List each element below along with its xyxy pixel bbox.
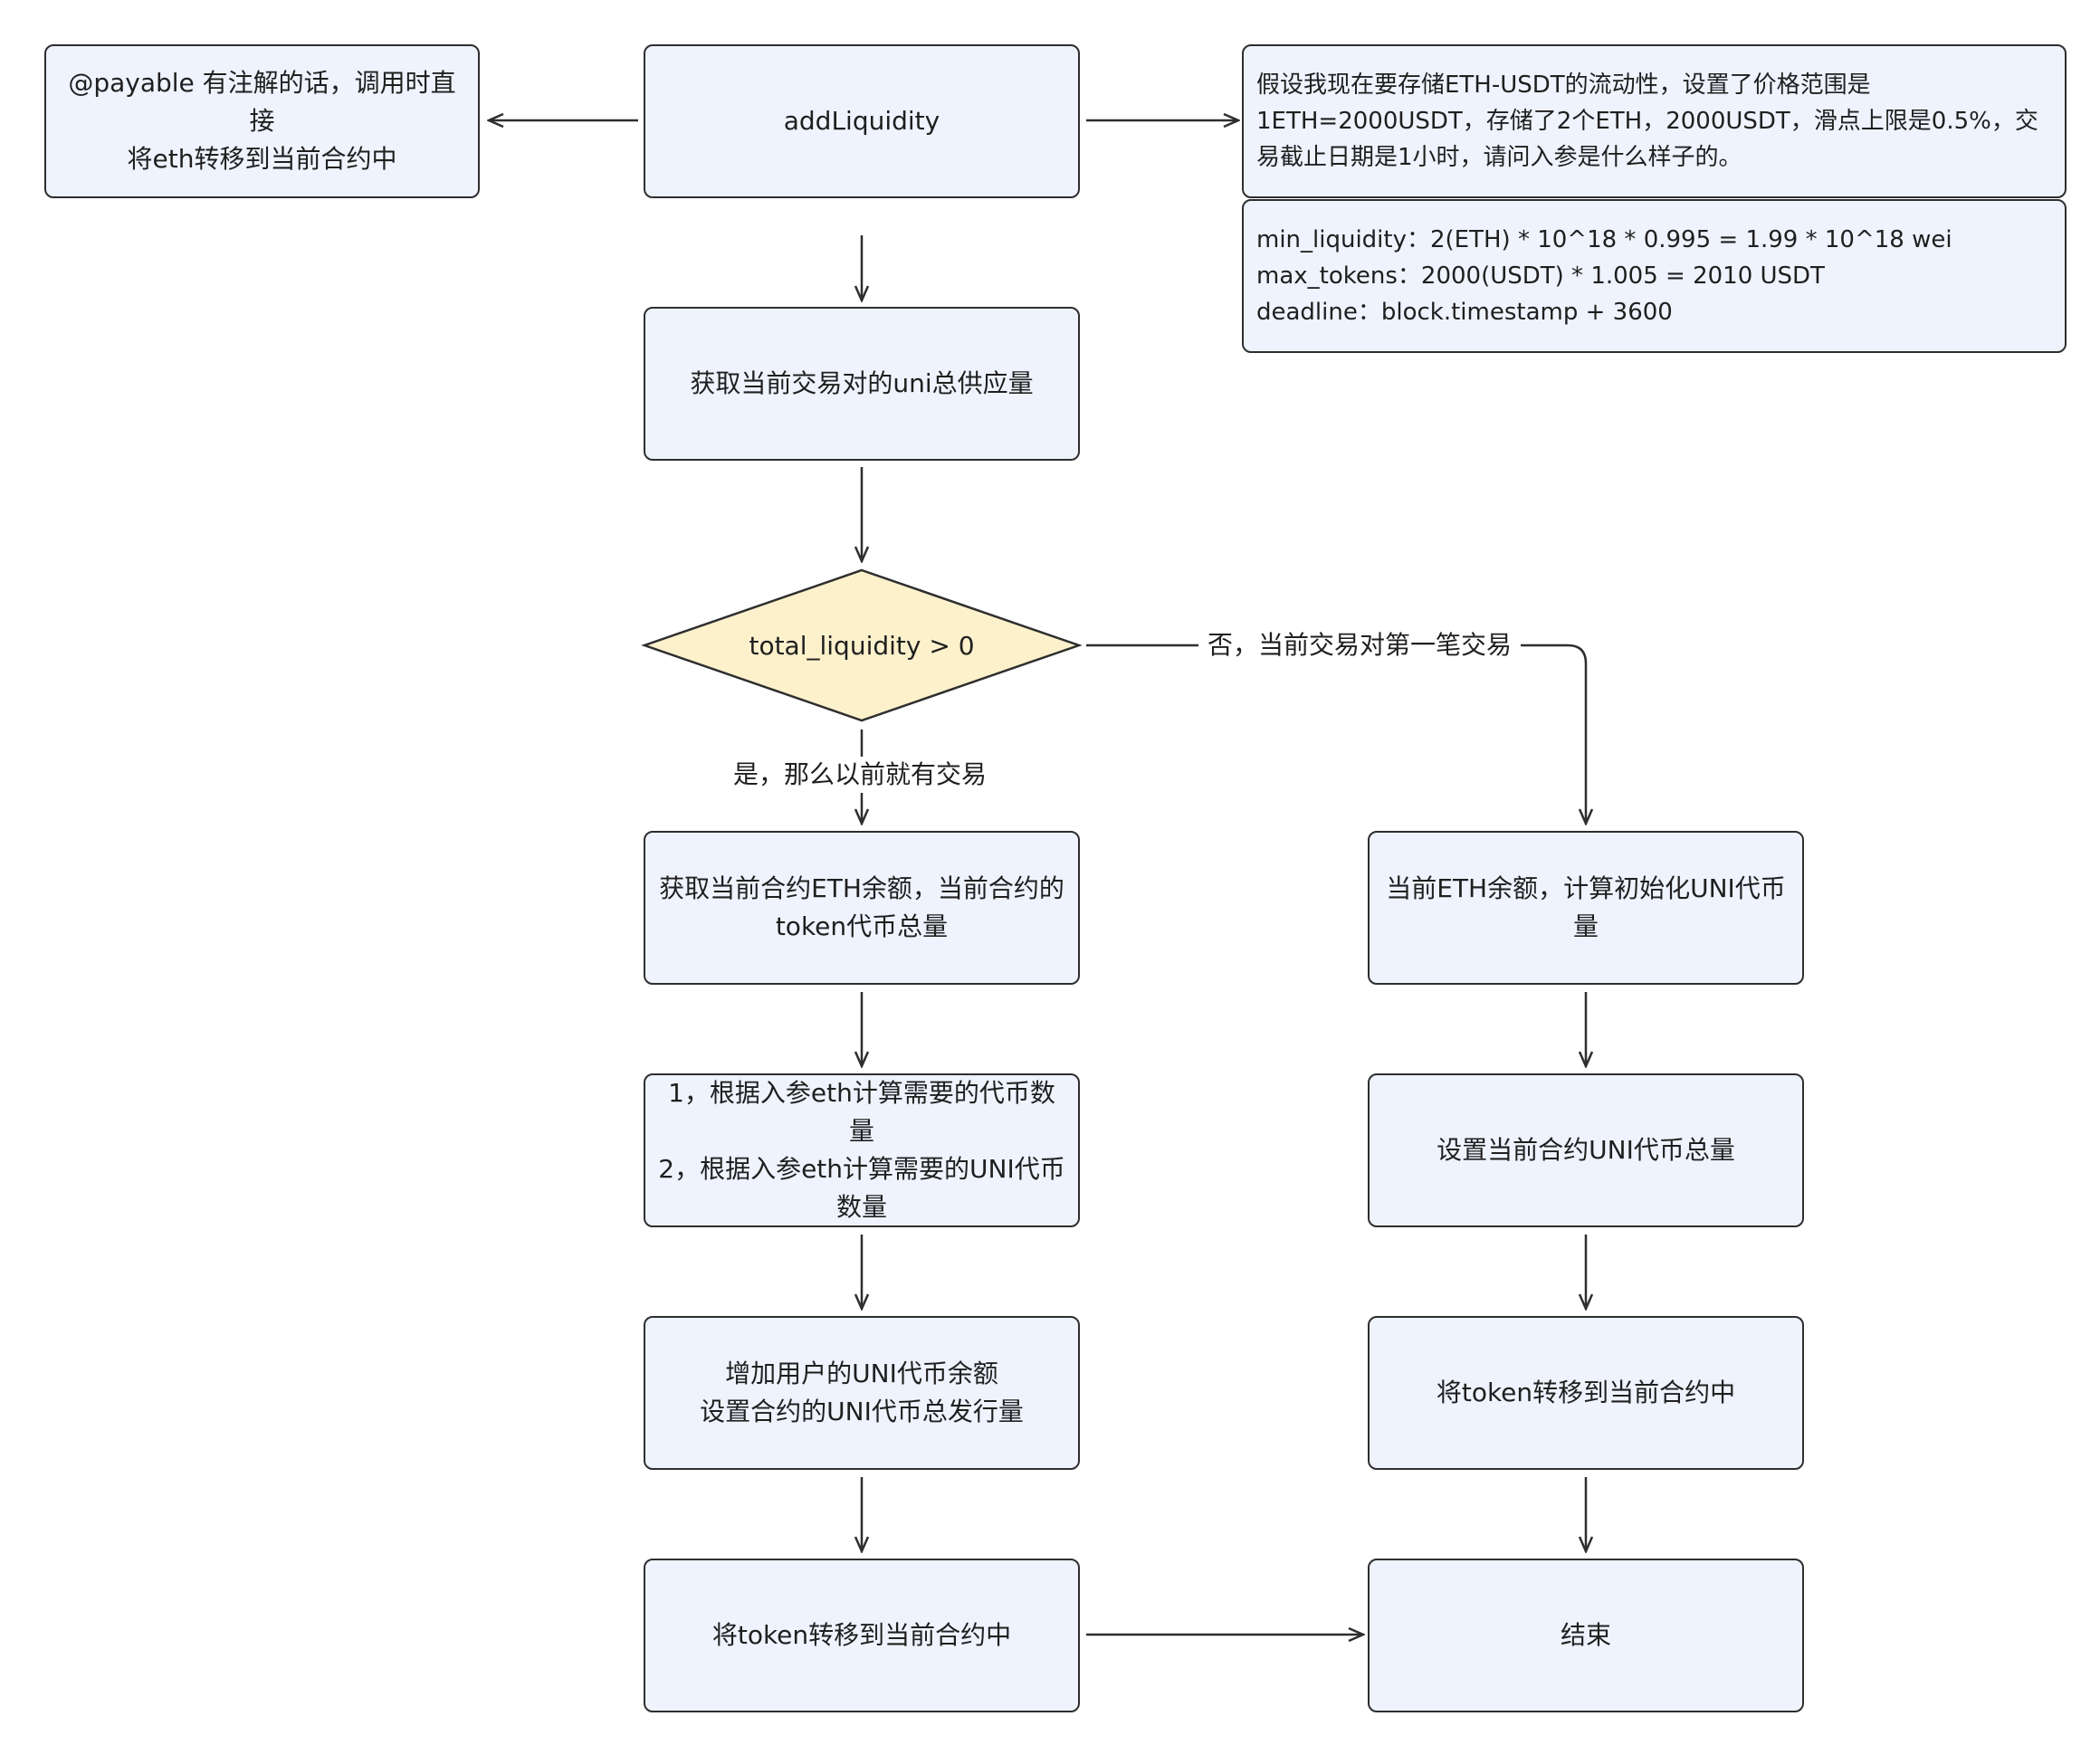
increase-line-2: 设置合约的UNI代币总发行量 bbox=[700, 1397, 1024, 1426]
compute-box: 1，根据入参eth计算需要的代币数量 2，根据入参eth计算需要的UNI代币 数… bbox=[644, 1073, 1080, 1227]
decision-line: total_liquidity > 0 bbox=[749, 630, 975, 661]
question-line-2: 1ETH=2000USDT，存储了2个ETH，2000USDT，滑点上限是0.5… bbox=[1256, 108, 2038, 135]
question-line-1: 假设我现在要存储ETH-USDT的流动性，设置了价格范围是 bbox=[1256, 72, 1871, 99]
transfer-left-box: 将token转移到当前合约中 bbox=[644, 1559, 1080, 1712]
end-label: 结束 bbox=[1560, 1620, 1611, 1650]
question-box: 假设我现在要存储ETH-USDT的流动性，设置了价格范围是 1ETH=2000U… bbox=[1242, 44, 2067, 198]
init-uni-box: 当前ETH余额，计算初始化UNI代币 量 bbox=[1368, 831, 1804, 985]
payable-note-line-2: 将eth转移到当前合约中 bbox=[127, 144, 397, 174]
decision-diamond bbox=[641, 568, 1083, 722]
compute-line-2: 2，根据入参eth计算需要的UNI代币 bbox=[658, 1154, 1065, 1184]
transfer-left-label: 将token转移到当前合约中 bbox=[711, 1620, 1012, 1650]
init-uni-line-1: 当前ETH余额，计算初始化UNI代币 bbox=[1386, 873, 1786, 903]
increase-line-1: 增加用户的UNI代币余额 bbox=[725, 1359, 998, 1388]
init-uni-line-2: 量 bbox=[1572, 911, 1599, 941]
transfer-right-box: 将token转移到当前合约中 bbox=[1368, 1316, 1804, 1470]
set-total-box: 设置当前合约UNI代币总量 bbox=[1368, 1073, 1804, 1227]
get-balances-line-2: token代币总量 bbox=[775, 911, 949, 941]
payable-note-box: @payable 有注解的话，调用时直接 将eth转移到当前合约中 bbox=[44, 44, 480, 198]
get-supply-box: 获取当前交易对的uni总供应量 bbox=[644, 307, 1080, 461]
answer-line-1: min_liquidity：2(ETH) * 10^18 * 0.995 = 1… bbox=[1256, 226, 1952, 253]
answer-box: min_liquidity：2(ETH) * 10^18 * 0.995 = 1… bbox=[1242, 199, 2067, 353]
add-liquidity-label: addLiquidity bbox=[783, 106, 940, 136]
answer-line-2: max_tokens：2000(USDT) * 1.005 = 2010 USD… bbox=[1256, 262, 1825, 290]
add-liquidity-box: addLiquidity bbox=[644, 44, 1080, 198]
payable-note-line-1: @payable 有注解的话，调用时直接 bbox=[68, 68, 456, 136]
question-line-3: 易截止日期是1小时，请问入参是什么样子的。 bbox=[1256, 144, 1742, 171]
transfer-right-label: 将token转移到当前合约中 bbox=[1436, 1378, 1736, 1407]
end-box: 结束 bbox=[1368, 1559, 1804, 1712]
edge-decision-no bbox=[1086, 644, 1586, 824]
get-supply-label: 获取当前交易对的uni总供应量 bbox=[690, 368, 1034, 398]
edge-label-no: 否，当前交易对第一笔交易 bbox=[1198, 627, 1522, 663]
get-balances-line-1: 获取当前合约ETH余额，当前合约的 bbox=[659, 873, 1064, 903]
answer-line-3: deadline：block.timestamp + 3600 bbox=[1256, 299, 1673, 326]
decision-text: total_liquidity > 0 bbox=[644, 570, 1079, 720]
edge-label-yes: 是，那么以前就有交易 bbox=[724, 757, 997, 793]
compute-line-1: 1，根据入参eth计算需要的代币数量 bbox=[668, 1078, 1055, 1146]
get-balances-box: 获取当前合约ETH余额，当前合约的 token代币总量 bbox=[644, 831, 1080, 985]
compute-line-3: 数量 bbox=[835, 1192, 887, 1222]
set-total-label: 设置当前合约UNI代币总量 bbox=[1437, 1135, 1735, 1165]
increase-box: 增加用户的UNI代币余额 设置合约的UNI代币总发行量 bbox=[644, 1316, 1080, 1470]
